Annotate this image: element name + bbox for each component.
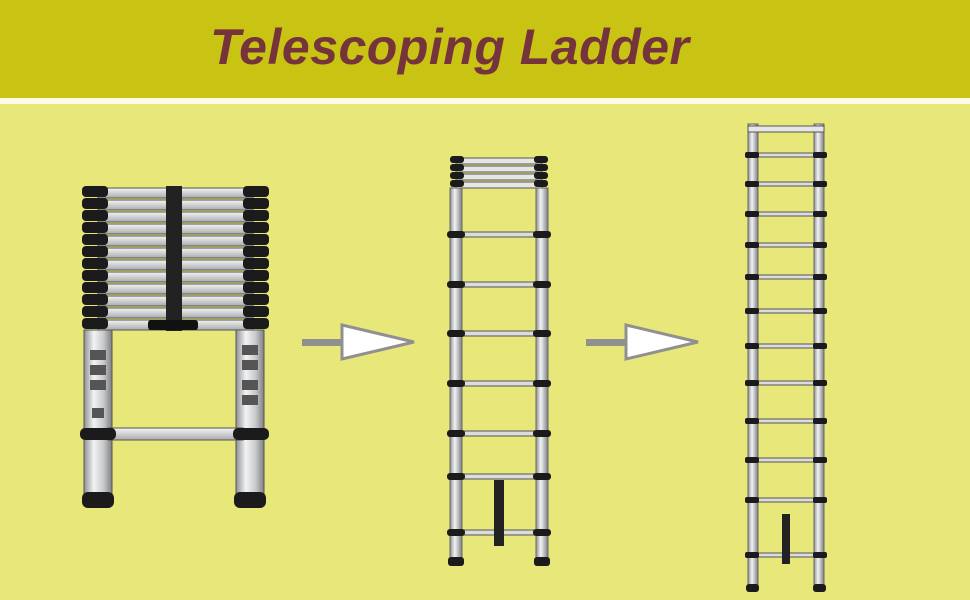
strap bbox=[494, 480, 504, 546]
strap bbox=[782, 514, 790, 564]
collapsed-ladder-image bbox=[80, 186, 269, 508]
right-rail bbox=[235, 329, 265, 501]
right-foot bbox=[813, 584, 826, 592]
right-rail bbox=[813, 123, 825, 591]
banner-divider bbox=[0, 98, 970, 104]
right-arrow-icon bbox=[586, 323, 699, 361]
page-title: Telescoping Ladder bbox=[210, 19, 690, 75]
top-step bbox=[747, 125, 825, 133]
strap bbox=[166, 186, 182, 331]
partially-extended-ladder-image bbox=[447, 156, 551, 566]
left-foot bbox=[746, 584, 759, 592]
left-foot bbox=[82, 492, 114, 508]
bottom-rung bbox=[107, 427, 244, 441]
right-foot bbox=[234, 492, 266, 508]
end-caps bbox=[82, 186, 269, 329]
right-rail bbox=[535, 187, 549, 561]
strap-buckle bbox=[148, 320, 198, 330]
fully-extended-ladder-image bbox=[745, 123, 827, 592]
title-banner bbox=[0, 0, 970, 98]
right-arrow-icon bbox=[302, 323, 415, 361]
left-rail bbox=[449, 187, 463, 561]
left-rail bbox=[747, 123, 759, 591]
right-foot bbox=[534, 557, 550, 566]
warning-labels bbox=[90, 345, 258, 418]
left-foot bbox=[448, 557, 464, 566]
stacked-steps bbox=[455, 157, 543, 189]
rungs bbox=[751, 152, 821, 558]
